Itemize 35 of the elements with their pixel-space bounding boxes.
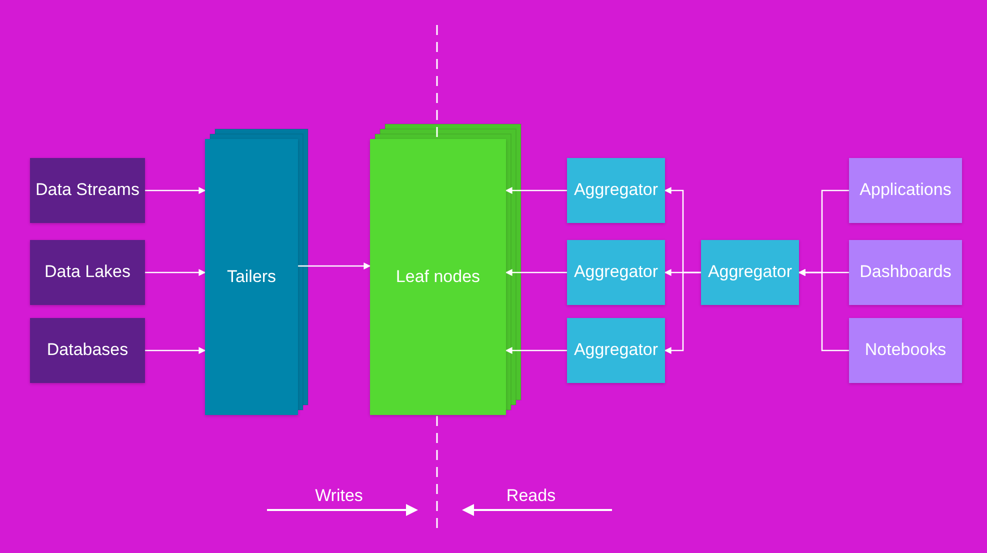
node-label: Applications [858, 179, 952, 202]
arrow [145, 347, 206, 354]
direction-label: Reads [505, 486, 557, 506]
aggregator-box [701, 240, 799, 305]
client-box [849, 318, 962, 383]
source-box [30, 240, 145, 305]
aggregator-box [567, 240, 665, 305]
arrow [505, 347, 567, 354]
leaf-nodes-panel [370, 139, 506, 415]
node-label: Aggregator [572, 179, 660, 202]
arrow [505, 269, 567, 276]
node-label: Dashboards [858, 261, 952, 284]
node-label: Aggregator [572, 339, 660, 362]
source-box [30, 318, 145, 383]
node-label: Notebooks [864, 339, 948, 362]
node-label: Data Lakes [44, 261, 132, 284]
client-box [849, 240, 962, 305]
direction-label: Writes [314, 486, 364, 506]
node-label: Leaf nodes [394, 266, 482, 288]
node-label: Data Streams [34, 179, 140, 202]
arrow [798, 269, 849, 352]
node-label: Aggregator [706, 261, 794, 284]
node-label: Aggregator [572, 261, 660, 284]
arrow [145, 187, 206, 194]
arrow [664, 272, 701, 354]
arrow [505, 187, 567, 194]
client-box [849, 158, 962, 223]
aggregator-box [567, 318, 665, 383]
node-label: Databases [46, 339, 130, 362]
aggregator-box [567, 158, 665, 223]
arrow [298, 262, 371, 270]
tailers-panel [205, 139, 298, 415]
source-box [30, 158, 145, 223]
node-label: Tailers [226, 266, 278, 288]
arrow [145, 269, 206, 276]
